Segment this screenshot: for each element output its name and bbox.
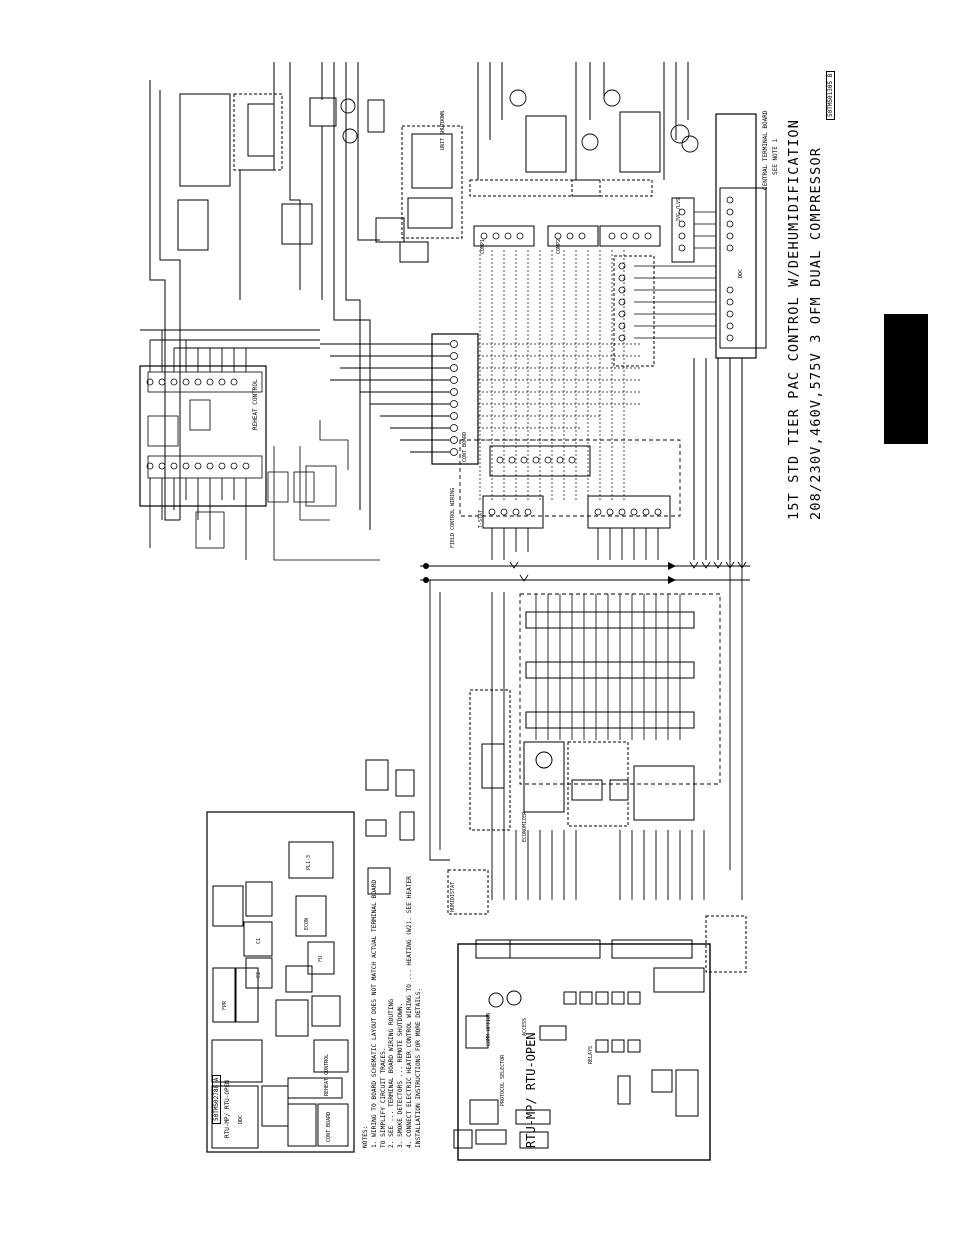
central-terminal-board-label: CENTRAL TERMINAL BOARD xyxy=(762,110,769,190)
note-line: 3. SMOKE DETECTORS ... REMOTE SHUTDOWN. xyxy=(397,1002,405,1148)
notes-block: NOTES: 1. WIRING TO BOARD SCHEMATIC LAYO… xyxy=(362,876,424,1148)
section-tab xyxy=(884,314,928,444)
protocol-selector-label: PROTOCOL SELECTOR xyxy=(500,1054,506,1106)
note-line: 4. CONNECT ELECTRIC HEATER CONTROL WIRIN… xyxy=(405,876,413,1148)
reheat-control-board xyxy=(139,365,267,507)
field-control-wiring-label: FIELD CONTROL WIRING xyxy=(450,487,456,548)
inset-econ-label: ECON xyxy=(304,917,310,930)
jvg-label: JVG /LVS xyxy=(676,197,682,222)
cont-board-label: CONT BOARD xyxy=(462,431,468,462)
see-note-1-label: SEE NOTE 1 xyxy=(772,138,779,175)
notes-heading: NOTES: xyxy=(362,1125,369,1148)
note-line: TO SIMPLIFY CIRCUIT TRACES. xyxy=(379,1047,387,1148)
rtu-open-board xyxy=(457,943,711,1161)
comp2-label: COMP2 xyxy=(556,238,562,254)
rtu-open-board-label: RTU-MP/ RTU-OPEN xyxy=(524,1032,538,1148)
inset-cont-board-label: CONT BOARD xyxy=(326,1111,332,1142)
inset-ddc-label: DDC xyxy=(238,1114,244,1124)
inset-rtu-open-label: RTU-MP/ RTU-OPEN xyxy=(224,1080,231,1138)
economizer-label: ECONOMIZER xyxy=(522,811,528,842)
inset-c1-label: C1 xyxy=(256,937,262,944)
note-line: 1. WIRING TO BOARD SCHEMATIC LAYOUT DOES… xyxy=(370,879,378,1148)
inset-fpr-label: FPR xyxy=(222,1000,228,1010)
diagram-title-line2: 208/230V,460V,575V 3 OFM DUAL COMPRESSOR xyxy=(808,146,824,520)
relays-label: RELAYS xyxy=(588,1045,594,1064)
drawing-number: 50TM501305 B xyxy=(826,70,835,120)
comp1-label: COMP1 xyxy=(480,238,486,254)
unit-shutdown-label: UNIT SHUTDOWN xyxy=(440,110,446,150)
note-line: 2. SEE ... TERMINAL BOARD WIRING ROUTING xyxy=(388,998,396,1148)
inset-drawing-number: 50TM502788 A xyxy=(212,1074,221,1124)
inset-plug-label: PL1-3 xyxy=(306,854,312,870)
ddc-label: DDC xyxy=(738,268,744,278)
comm-option-label: COMM OPTION xyxy=(486,1012,492,1046)
reheat-control-label: REHEAT CONTROL xyxy=(252,379,259,430)
central-terminal-board xyxy=(715,113,757,359)
diagram-title-line1: 15T STD TIER PAC CONTROL W/DEHUMIDIFICAT… xyxy=(786,118,802,520)
control-board xyxy=(431,333,479,465)
inset-reheat-control-label: REHEAT CONTROL xyxy=(324,1053,330,1096)
access-label: ACCESS xyxy=(522,1017,528,1036)
component-arrangement-frame xyxy=(206,811,355,1153)
rtu-open-module xyxy=(211,1085,259,1149)
inset-fu-label: FU xyxy=(318,955,324,962)
tstat-label: T-STAT xyxy=(478,509,484,528)
note-line: INSTALLATION INSTRUCTIONS FOR MORE DETAI… xyxy=(414,987,422,1148)
humidistat-label: HUMIDISTAT xyxy=(450,881,456,912)
inset-c2-label: C2 xyxy=(256,971,262,978)
